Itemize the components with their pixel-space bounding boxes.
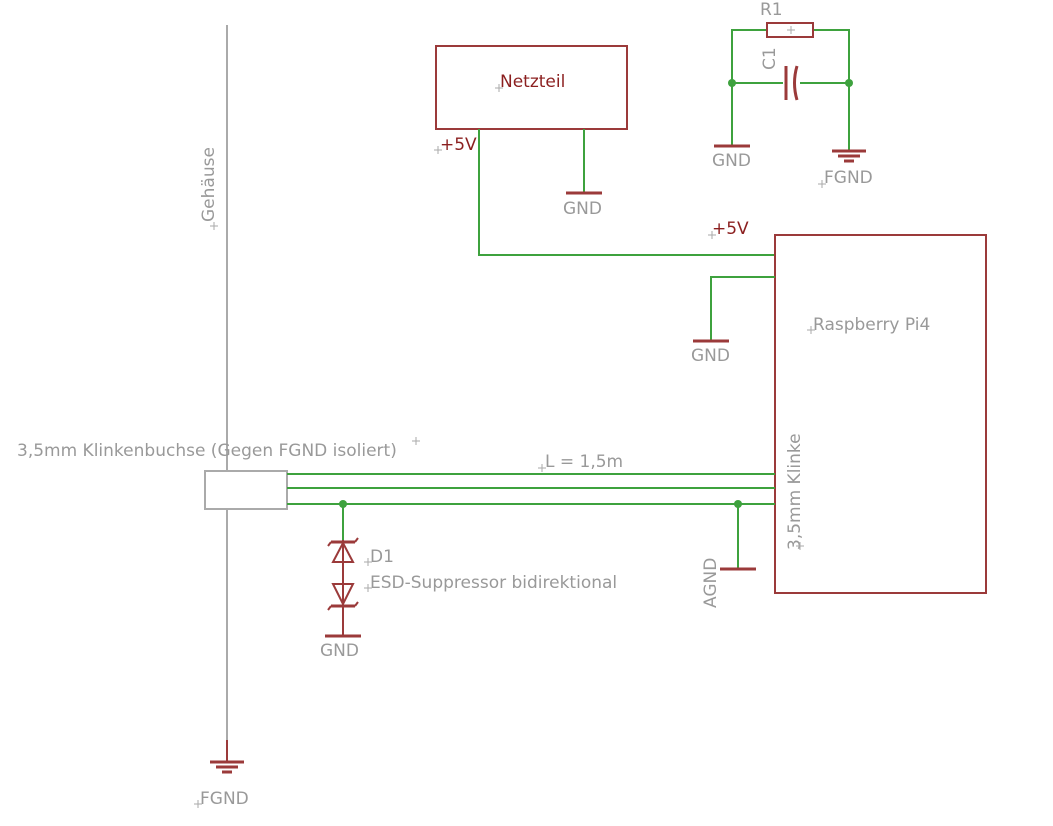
psu-gnd-label: GND: [563, 199, 602, 219]
capacitor-c1: [784, 65, 799, 101]
wire-pi-gnd: [710, 276, 775, 340]
wire-r1-right: [813, 29, 850, 83]
jack-socket-label: 3,5mm Klinkenbuchse (Gegen FGND isoliert…: [17, 441, 397, 461]
power-supply-label: Netzteil: [500, 72, 565, 92]
fgnd-bottom-label: FGND: [200, 789, 249, 809]
esd-gnd-label: GND: [320, 641, 359, 661]
esd-label: ESD-Suppressor bidirektional: [370, 573, 617, 593]
rc-gnd-label: GND: [712, 151, 751, 171]
agnd-label: AGND: [701, 558, 721, 608]
wire-5v: [478, 129, 775, 256]
rc-fgnd-label: FGND: [824, 168, 873, 188]
jack-socket: [204, 470, 288, 510]
enclosure-label: Gehäuse: [199, 147, 219, 222]
pi-jack-label: 3,5mm Klinke: [785, 433, 805, 550]
fgnd-symbol-bottom: [210, 740, 244, 774]
pi-5v-label: +5V: [712, 219, 749, 239]
wire-r1-left: [731, 29, 767, 83]
c1-label: C1: [760, 47, 780, 70]
pi-gnd-label: GND: [691, 346, 730, 366]
cable-length-label: L = 1,5m: [545, 452, 623, 472]
power-supply-box: [435, 45, 628, 130]
raspberry-pi-box: [774, 234, 987, 594]
esd-diode-d1: [327, 537, 359, 636]
d1-label: D1: [370, 547, 394, 567]
psu-5v-label: +5V: [440, 135, 477, 155]
r1-label: R1: [760, 0, 783, 20]
raspberry-pi-label: Raspberry Pi4: [813, 315, 930, 335]
fgnd-symbol-rc: [832, 149, 866, 163]
resistor-r1: [766, 22, 814, 38]
